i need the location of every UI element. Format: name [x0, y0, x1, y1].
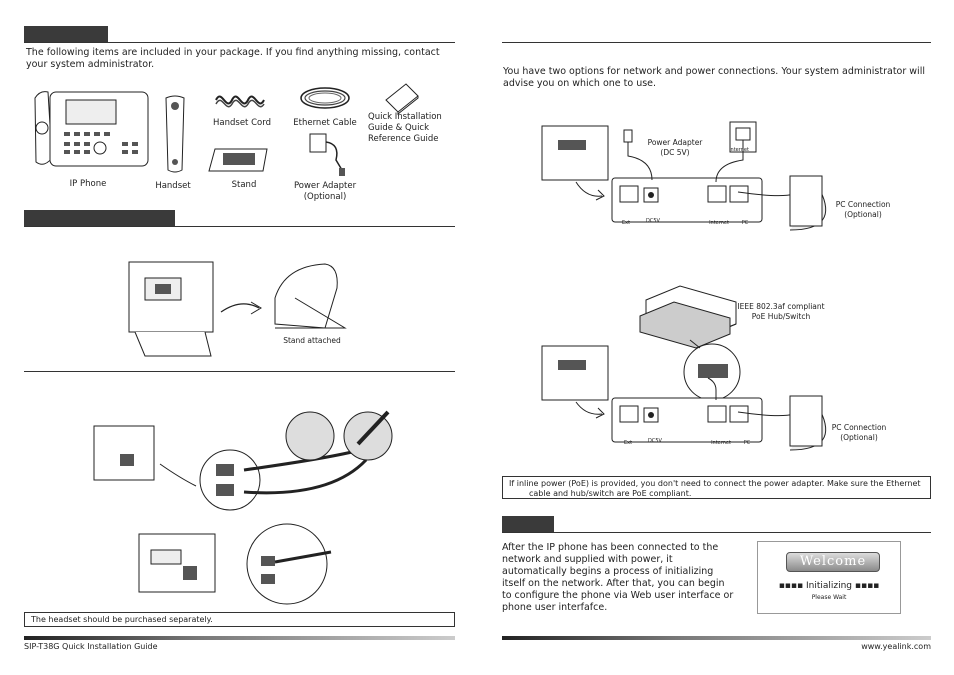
handset-cord-illustration	[215, 95, 265, 108]
network-intro: You have two options for network and pow…	[503, 66, 925, 89]
poe-note: If inline power (PoE) is provided, you d…	[502, 476, 931, 499]
quick-guide-illustration	[385, 83, 419, 116]
stand-attach-illustration	[128, 261, 347, 357]
package-intro: The following items are included in your…	[26, 47, 440, 70]
handset-connection-illustration	[138, 523, 332, 605]
label-handset: Handset	[155, 181, 191, 191]
label-port-dc-2: DC5V	[648, 438, 662, 444]
label-internet-icon: Internet	[729, 147, 749, 153]
ethernet-cable-illustration	[300, 87, 350, 109]
label-port-internet-2: Internet	[711, 440, 731, 446]
poe-note-line2: cable and hub/switch are PoE compliant.	[529, 489, 692, 498]
power-adapter-illustration	[309, 133, 345, 176]
footer-bar-left	[24, 636, 455, 640]
label-stand: Stand	[231, 180, 257, 190]
section-tab-startup	[502, 516, 554, 532]
label-power-adapter-dc: Power Adapter (DC 5V)	[647, 138, 703, 157]
section-tab-package	[24, 26, 108, 42]
label-handset-cord: Handset Cord	[213, 118, 271, 128]
label-quick-guide: Quick Installation Guide & Quick Referen…	[368, 112, 442, 144]
label-port-dc-1: DC5V	[646, 218, 660, 224]
label-port-ext-1: Ext	[621, 220, 631, 226]
headset-note-text: The headset should be purchased separate…	[31, 615, 213, 624]
label-port-pc-2: PC	[743, 440, 751, 446]
label-pc-connection-2: PC Connection (Optional)	[831, 423, 887, 442]
section-tab-assembly	[24, 210, 175, 226]
footer-left: SIP-T38G Quick Installation Guide	[24, 642, 158, 651]
network-poe-diagram	[541, 285, 827, 451]
section-rule-package	[24, 42, 455, 43]
label-pc-connection-1: PC Connection (Optional)	[835, 200, 891, 219]
label-port-ext-2: Ext	[623, 440, 633, 446]
label-port-pc-1: PC	[741, 220, 749, 226]
welcome-banner: Welcome	[786, 552, 880, 572]
label-poe-switch: IEEE 802.3af compliant PoE Hub/Switch	[737, 302, 825, 321]
handset-illustration	[165, 95, 185, 173]
initializing-text: ▪▪▪▪ Initializing ▪▪▪▪	[778, 581, 880, 591]
ip-phone-illustration	[34, 91, 149, 167]
poe-note-line1: If inline power (PoE) is provided, you d…	[509, 479, 921, 488]
startup-text: After the IP phone has been connected to…	[502, 542, 734, 613]
stand-illustration	[208, 148, 268, 172]
section-rule-handset-headset	[24, 371, 455, 372]
welcome-screen: Welcome ▪▪▪▪ Initializing ▪▪▪▪ Please Wa…	[757, 541, 901, 614]
footer-bar-right	[502, 636, 931, 640]
label-stand-attached: Stand attached	[283, 336, 341, 345]
footer-right: www.yealink.com	[861, 642, 931, 651]
headset-note: The headset should be purchased separate…	[24, 612, 455, 627]
label-ethernet-cable: Ethernet Cable	[293, 118, 357, 128]
section-rule-startup	[502, 532, 931, 533]
section-rule-network	[502, 42, 931, 43]
section-rule-assembly	[24, 226, 455, 227]
label-power-adapter: Power Adapter (Optional)	[293, 181, 357, 202]
headset-connection-illustration	[93, 410, 393, 511]
label-port-internet-1: Internet	[709, 220, 729, 226]
network-power-adapter-diagram	[541, 121, 827, 231]
please-wait-text: Please Wait	[811, 594, 847, 601]
label-ip-phone: IP Phone	[69, 179, 107, 189]
